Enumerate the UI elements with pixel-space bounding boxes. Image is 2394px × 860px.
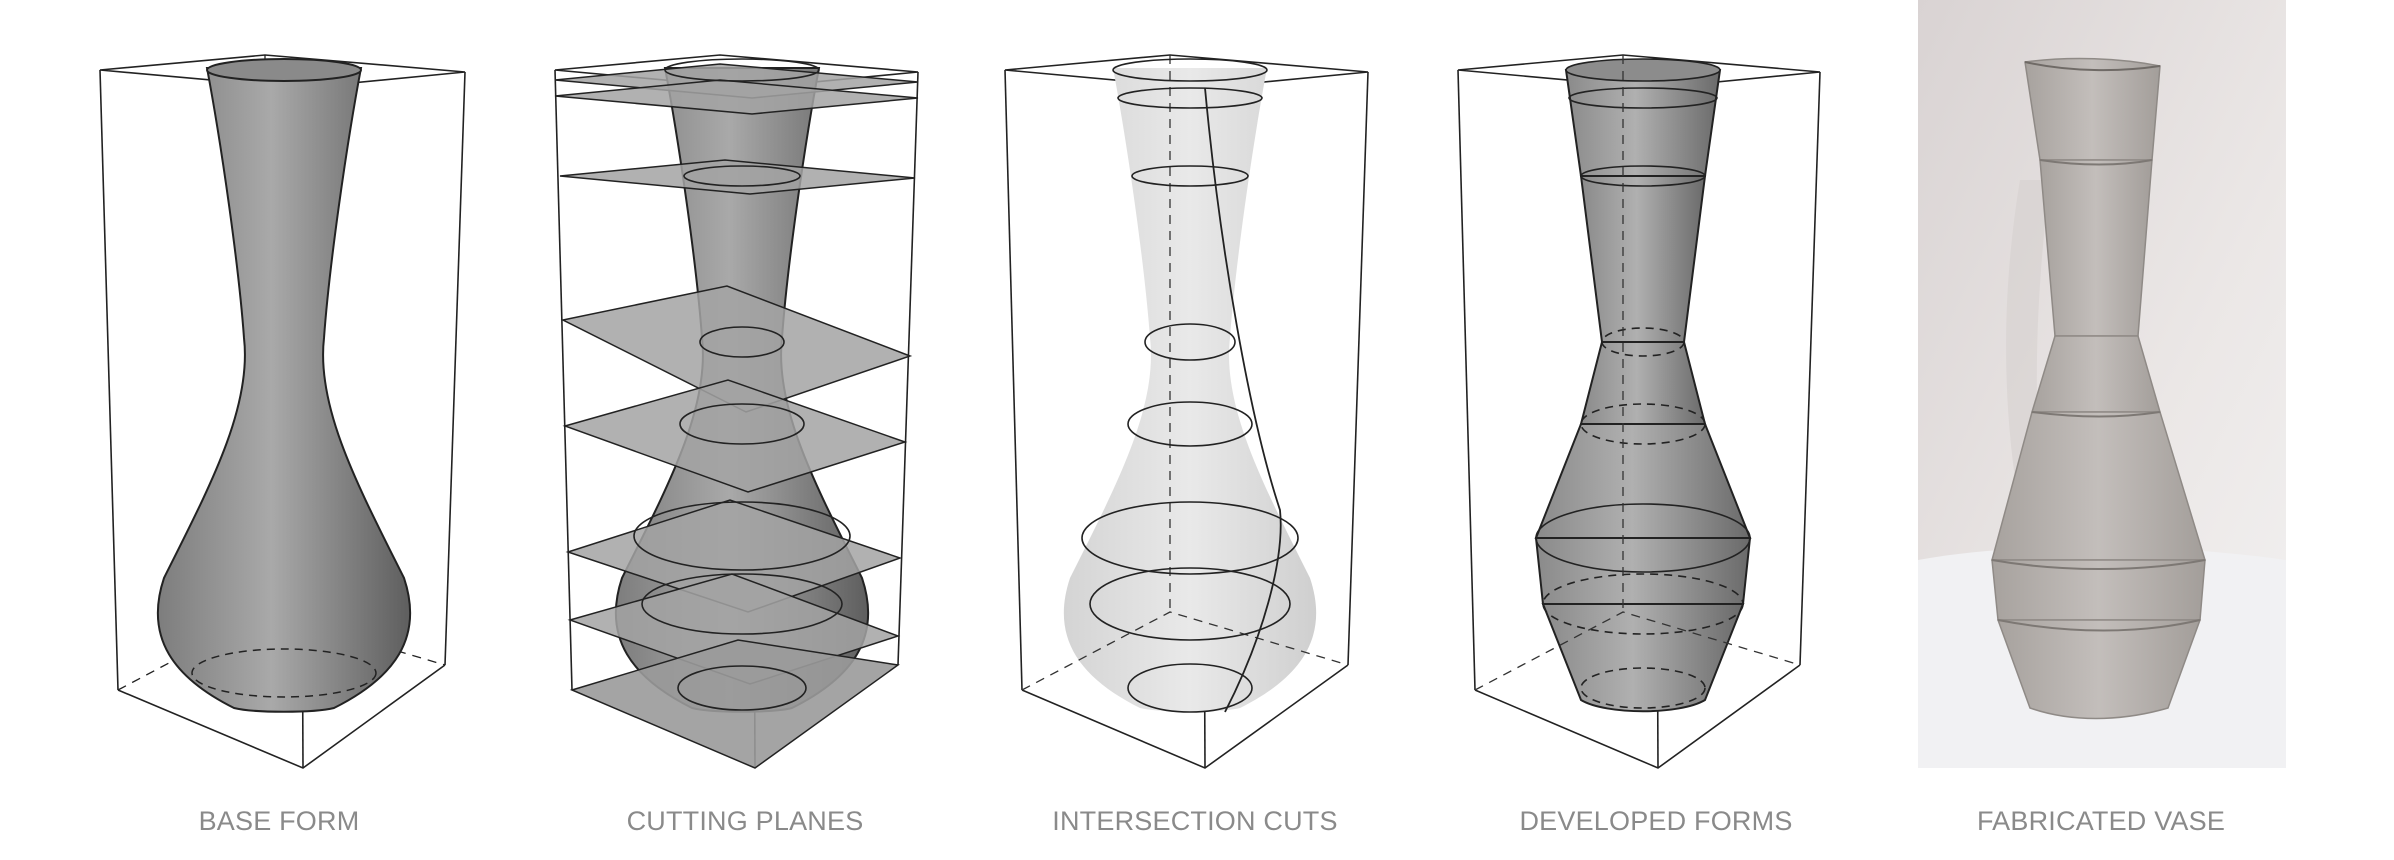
vase-transparent	[1064, 68, 1316, 712]
fabricated-vase-photo	[1918, 0, 2286, 768]
panel-cutting-planes	[555, 55, 918, 768]
frustum-segment	[1581, 342, 1705, 424]
frustum-segment	[1543, 604, 1743, 711]
panel-base-form	[100, 55, 465, 768]
frustum-segment	[1536, 424, 1750, 538]
cutting-plane	[560, 160, 915, 194]
caption-developed-forms: DEVELOPED FORMS	[1466, 806, 1846, 837]
frustum-segment	[1536, 538, 1750, 604]
frustum-segment	[1581, 176, 1705, 342]
cutting-plane	[572, 640, 898, 768]
vase-solid	[158, 59, 410, 712]
caption-fabricated-vase: FABRICATED VASE	[1911, 806, 2291, 837]
panel-developed-forms	[1458, 55, 1820, 768]
caption-cutting-planes: CUTTING PLANES	[555, 806, 935, 837]
frustum-segment	[1566, 70, 1720, 176]
cutting-plane	[565, 380, 905, 492]
caption-intersection-cuts: INTERSECTION CUTS	[1005, 806, 1385, 837]
cutting-plane-stack	[555, 64, 918, 768]
caption-base-form: BASE FORM	[89, 806, 469, 837]
panel-intersection-cuts	[1005, 55, 1368, 768]
